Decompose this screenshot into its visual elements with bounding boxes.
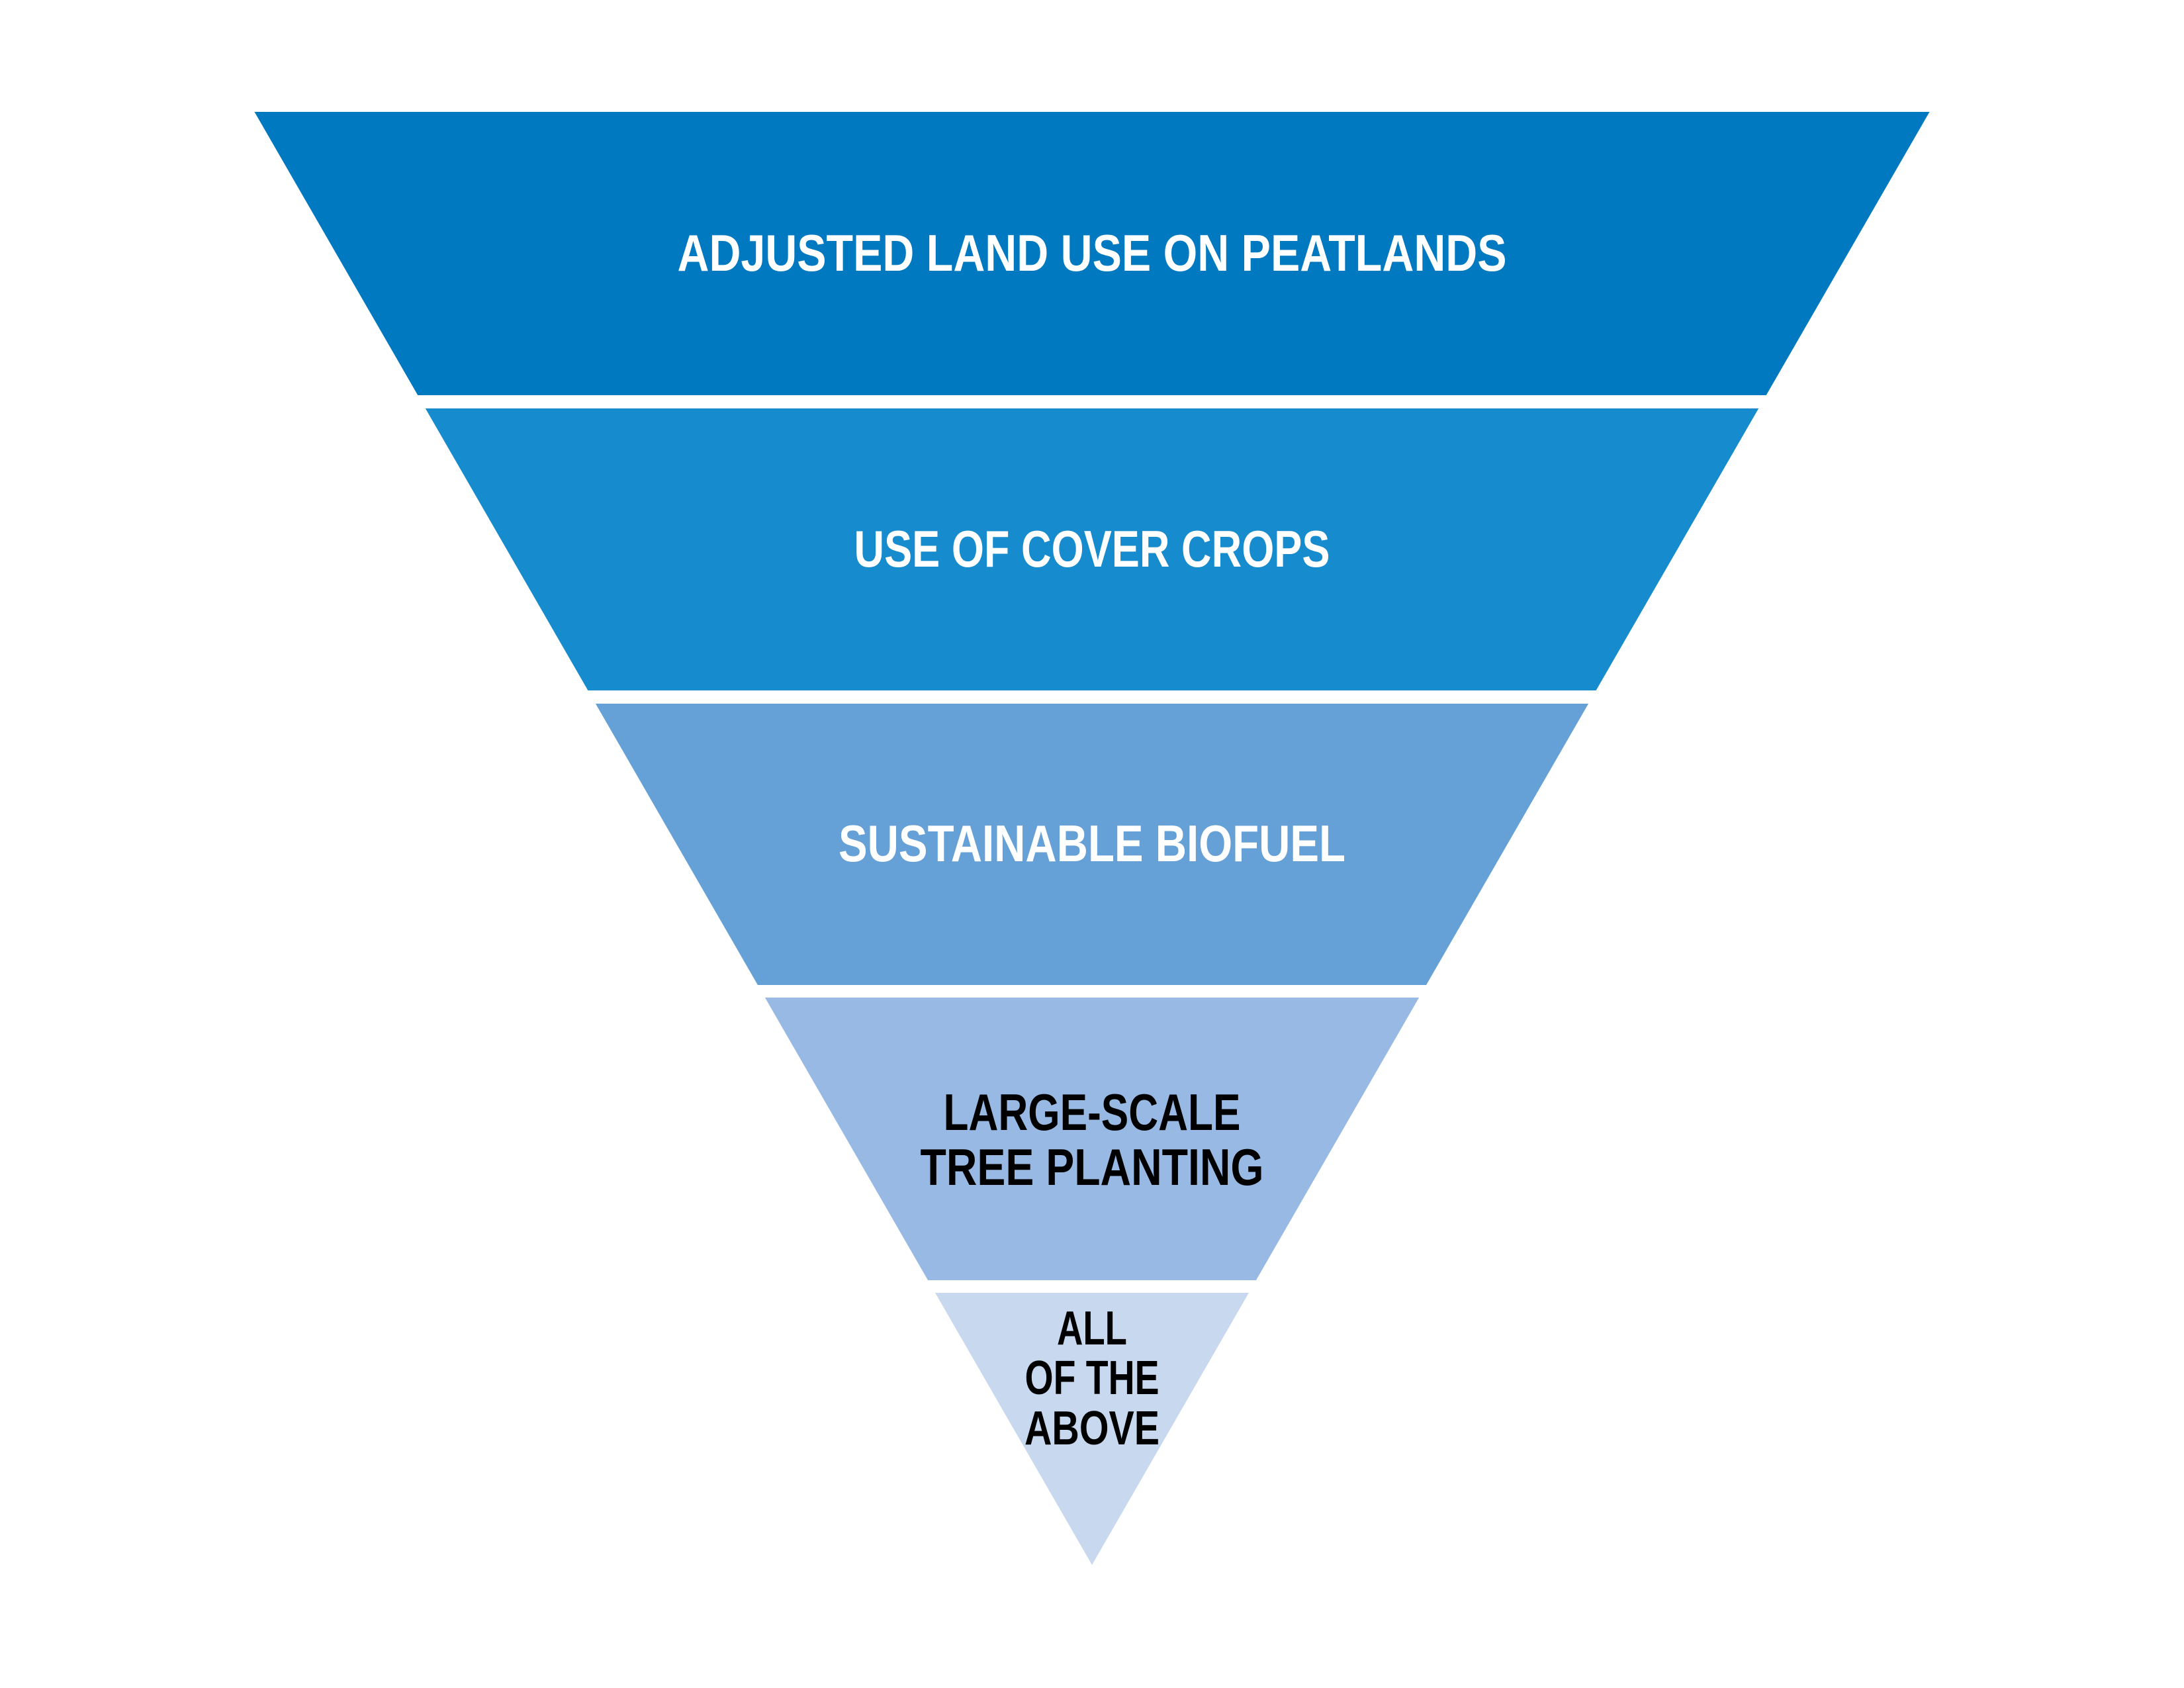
pyramid-band-shape [425, 408, 1759, 690]
pyramid-band-label: ADJUSTED LAND USE ON PEATLANDS [678, 224, 1507, 282]
pyramid-band-shape [595, 704, 1589, 985]
pyramid-level-use-of-cover-crops: USE OF COVER CROPS [425, 408, 1759, 690]
pyramid-bands: ADJUSTED LAND USE ON PEATLANDS USE OF COV… [254, 112, 1930, 1565]
pyramid-band-label: USE OF COVER CROPS [854, 520, 1330, 578]
pyramid-band-shape [764, 998, 1420, 1280]
pyramid-level-adjusted-land-use-on-peatlands: ADJUSTED LAND USE ON PEATLANDS [254, 112, 1930, 395]
pyramid-band-label: TREE PLANTING [921, 1138, 1264, 1196]
pyramid-band-label: OF THE [1025, 1352, 1160, 1405]
pyramid-level-sustainable-biofuel: SUSTAINABLE BIOFUEL [595, 704, 1589, 985]
pyramid-band-label: LARGE-SCALE [944, 1083, 1241, 1141]
pyramid-band-label: ABOVE [1024, 1402, 1160, 1455]
pyramid-band-label: ALL [1057, 1302, 1127, 1355]
pyramid-band-shape [935, 1293, 1249, 1565]
pyramid-band-shape [254, 112, 1930, 395]
pyramid-band-label: SUSTAINABLE BIOFUEL [839, 814, 1345, 872]
